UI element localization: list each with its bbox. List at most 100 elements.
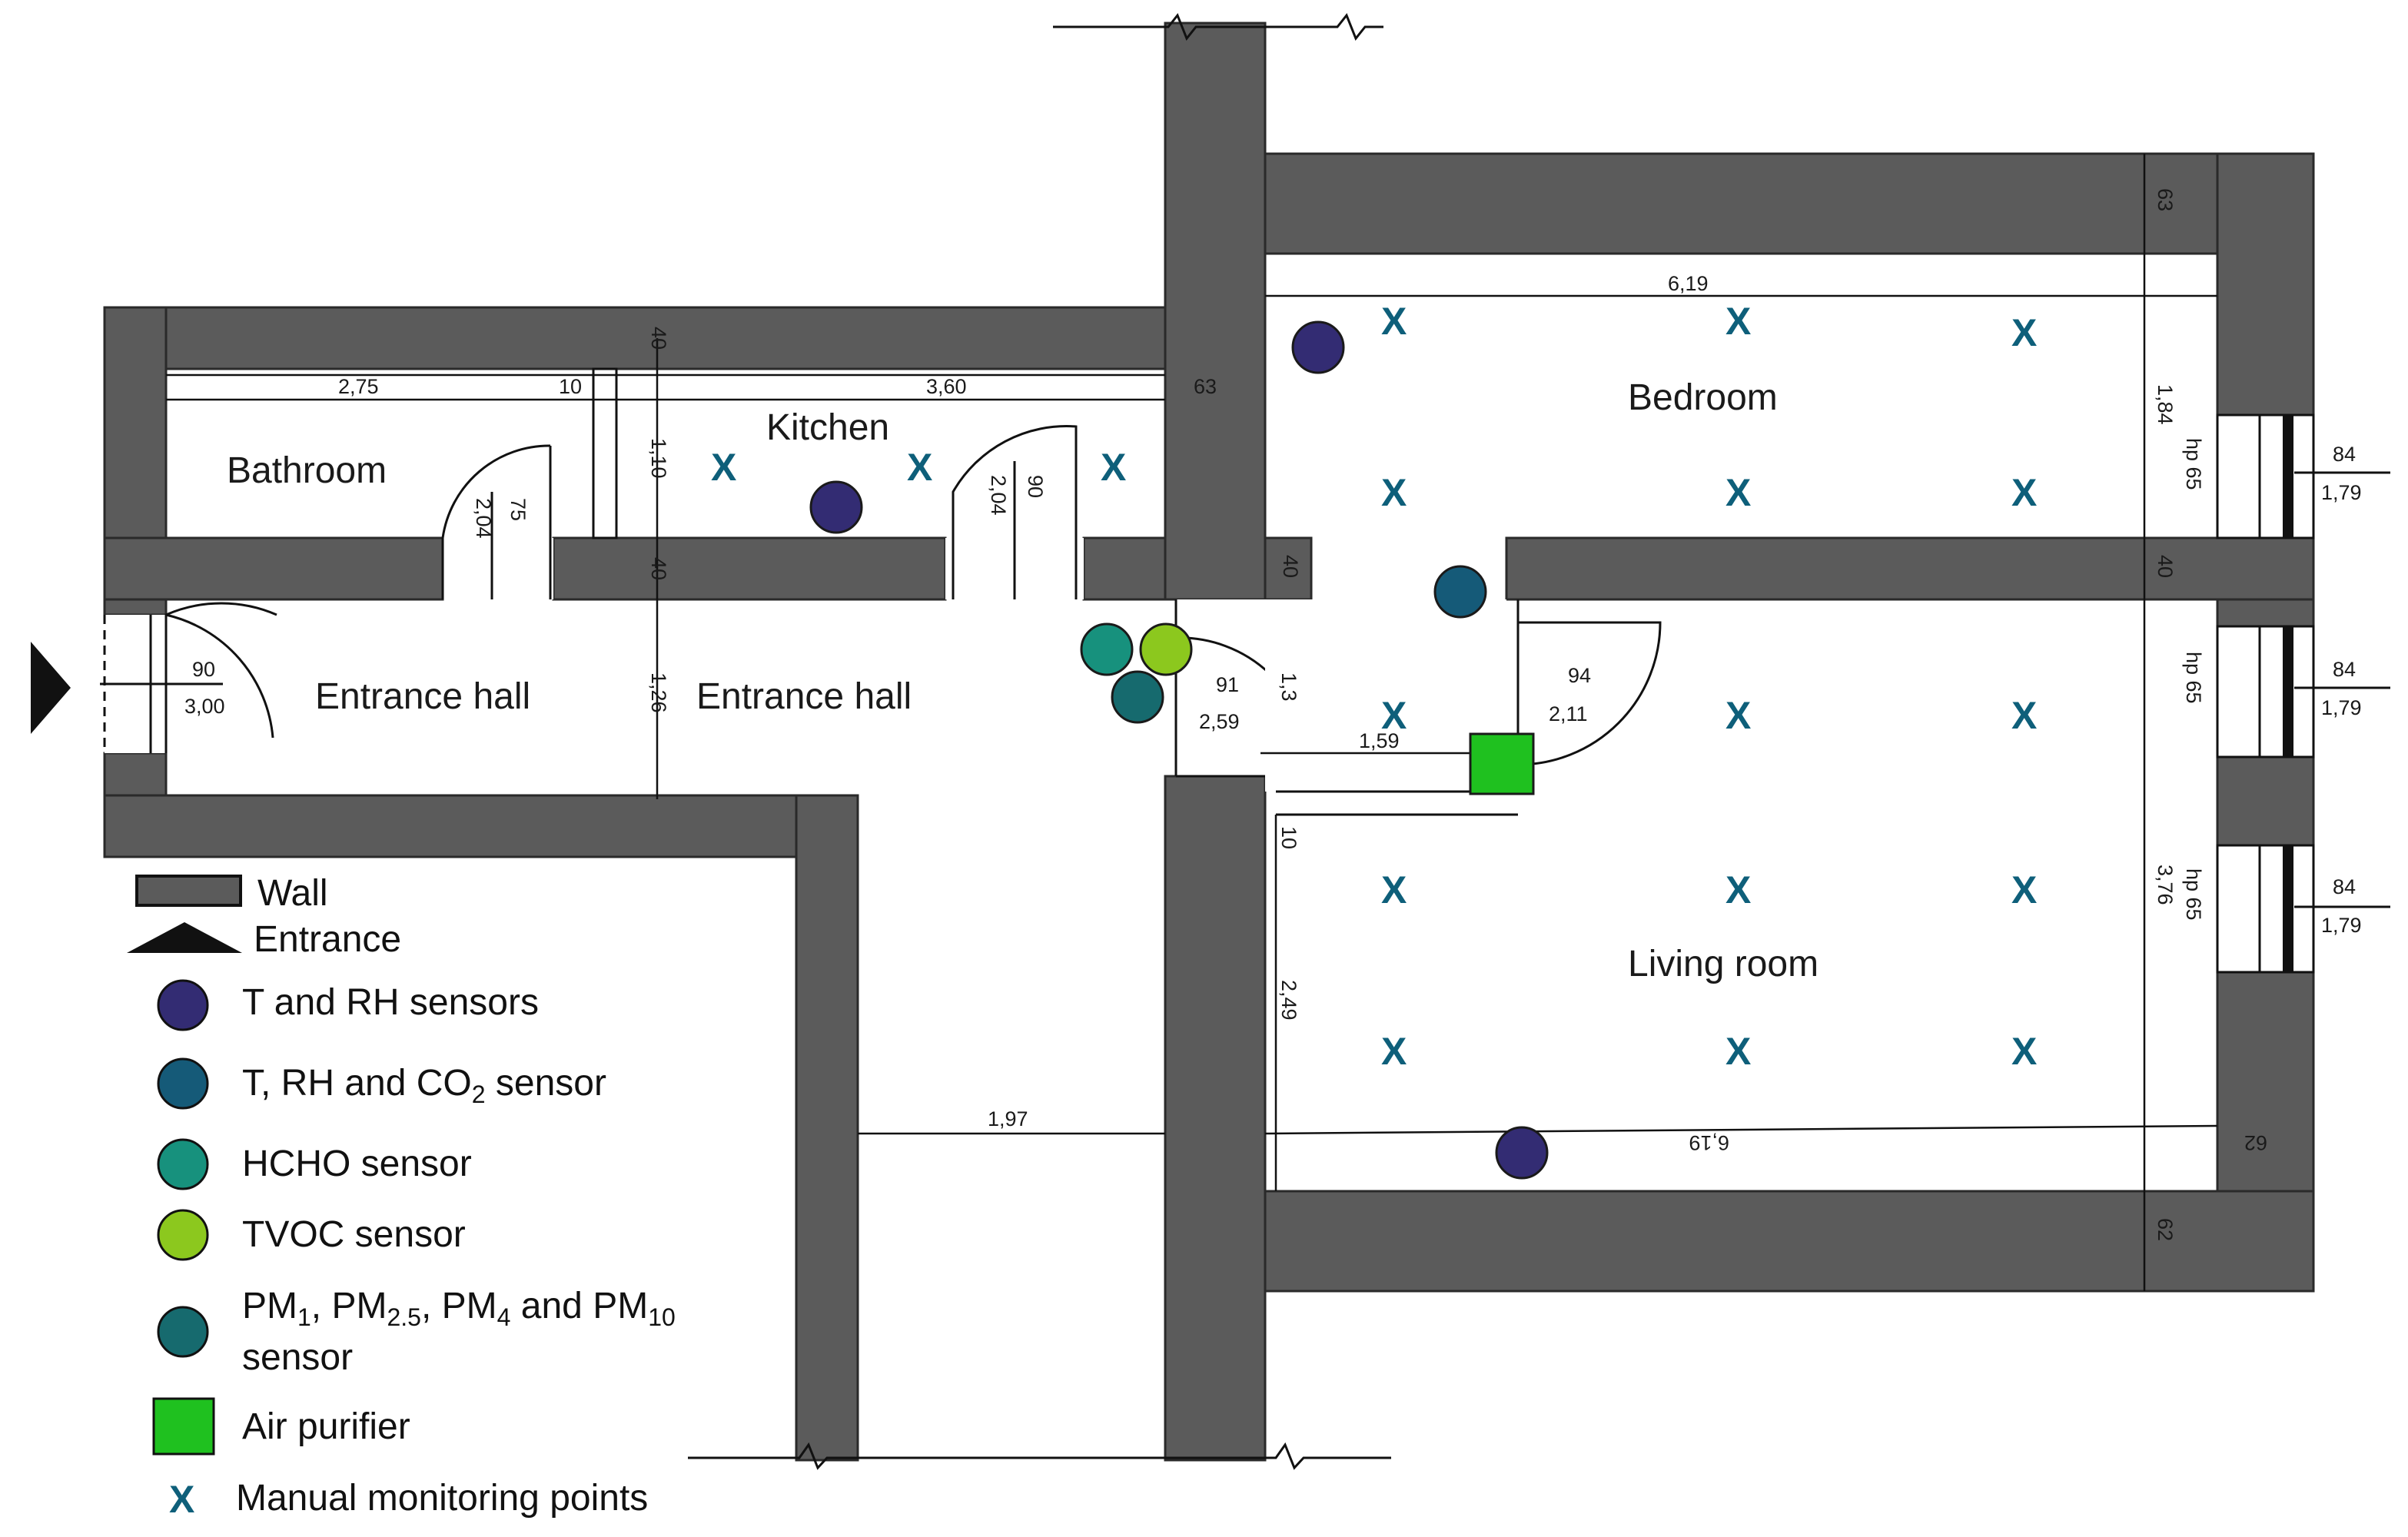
entrance-door-arc	[165, 613, 274, 739]
t-rh-sensor-living	[1495, 1126, 1549, 1180]
win-84-2: 84	[2333, 658, 2356, 681]
win-hp-3: hp 65	[2182, 868, 2205, 921]
wall-corridor-left	[795, 794, 859, 1462]
dim-40-kitchen-top: 40	[647, 327, 670, 350]
tvoc-sensor	[1139, 622, 1193, 676]
air-purifier	[1469, 732, 1535, 795]
dim-40-right: 40	[2154, 555, 2177, 578]
legend-pm-label: PM1, PM2.5, PM4 and PM10	[242, 1286, 676, 1331]
living-door-arc	[1517, 621, 1662, 766]
manual-point: X	[2011, 471, 2037, 514]
dim-40-wall-a: 40	[647, 557, 670, 580]
wall-bed-living-b	[1505, 536, 2315, 601]
manual-point: X	[1725, 1030, 1751, 1073]
legend-tvoc-icon	[157, 1209, 209, 1261]
wall-bottom-left	[103, 794, 859, 858]
dim-1-97: 1,97	[988, 1107, 1028, 1130]
legend-air-purifier-icon	[152, 1397, 215, 1456]
legend-hcho-label: HCHO sensor	[242, 1144, 472, 1184]
manual-point: X	[711, 446, 736, 489]
entrance-arrow-icon	[31, 642, 71, 734]
dim-6-19-top: 6,19	[1668, 272, 1709, 295]
wall-bed-living-a	[1264, 536, 1313, 601]
manual-point: X	[1725, 300, 1751, 343]
wall-living-bottom	[1264, 1190, 2315, 1293]
dim-3-60: 3,60	[926, 375, 967, 398]
legend-pm-icon	[157, 1306, 209, 1358]
legend-air-purifier-label: Air purifier	[242, 1406, 410, 1447]
dim-1-84: 1,84	[2154, 384, 2177, 425]
manual-point: X	[1101, 446, 1126, 489]
window-3	[2216, 844, 2390, 974]
dim-6-19-bottom: 6,19	[1689, 1131, 1729, 1154]
hcho-sensor	[1080, 622, 1134, 676]
dim-2-59: 2,59	[1199, 710, 1240, 733]
wall-right-top	[2216, 152, 2315, 417]
bathroom-door-arc	[441, 444, 551, 539]
dim-10-mid: 10	[1277, 826, 1300, 849]
dim-1-59: 1,59	[1359, 729, 1400, 752]
manual-point: X	[1381, 694, 1407, 737]
dim-75: 75	[507, 498, 530, 521]
win-179-3: 1,79	[2321, 914, 2362, 937]
dim-2-11: 2,11	[1549, 702, 1588, 725]
dim-62-bottom: 62	[2154, 1218, 2177, 1241]
dim-94: 94	[1568, 664, 1591, 687]
dim-62-right: 62	[2244, 1131, 2267, 1154]
sensors	[809, 320, 1549, 1180]
dim-2-04-b: 2,04	[987, 475, 1010, 516]
legend-manual-points-label: Manual monitoring points	[236, 1478, 648, 1519]
manual-point: X	[2011, 311, 2037, 354]
legend-tvoc-label: TVOC sensor	[242, 1214, 466, 1255]
dim-2-75: 2,75	[338, 375, 379, 398]
dim-2-49: 2,49	[1277, 980, 1300, 1021]
t-rh-co2-sensor	[1433, 565, 1487, 619]
legend-t-rh-co2-icon	[157, 1057, 209, 1110]
legend-t-rh-label: T and RH sensors	[242, 982, 539, 1023]
dim-90-entry: 90	[192, 658, 215, 681]
wall-central-lower	[1164, 775, 1267, 1462]
manual-point: X	[1381, 1030, 1407, 1073]
win-84-1: 84	[2333, 443, 2356, 466]
manual-point: X	[2011, 694, 2037, 737]
dim-90-kitchen: 90	[1024, 475, 1047, 498]
wall-right-bottom	[2216, 971, 2315, 1193]
legend-hcho-icon	[157, 1138, 209, 1190]
win-hp-2: hp 65	[2182, 652, 2205, 704]
manual-point: X	[2011, 1030, 2037, 1073]
wall-kitchen-hall-a	[552, 536, 947, 601]
window-2	[2216, 625, 2390, 759]
manual-point: X	[907, 446, 932, 489]
room-label-living-room: Living room	[1628, 944, 1818, 984]
wall-top-left	[103, 306, 1167, 370]
t-rh-sensor-kitchen	[809, 480, 863, 534]
dim-3-76: 3,76	[2154, 865, 2177, 905]
manual-points: X X X X X X X X X X X X X X X X X X	[711, 300, 2037, 1073]
wall-right-mid-2	[2216, 755, 2315, 847]
legend-entrance-label: Entrance	[254, 919, 401, 960]
break-line-top	[1053, 13, 1383, 41]
room-label-kitchen: Kitchen	[766, 407, 889, 448]
break-line-bottom	[688, 1442, 1391, 1470]
windows	[2216, 413, 2390, 974]
room-label-entrance-hall-2: Entrance hall	[696, 676, 912, 717]
room-labels: Bathroom Kitchen Bedroom Entrance hall E…	[227, 377, 1818, 984]
manual-point: X	[1381, 471, 1407, 514]
legend-t-rh-icon	[157, 979, 209, 1031]
manual-point: X	[2011, 868, 2037, 911]
dim-40-wall-b: 40	[1279, 555, 1302, 578]
wall-bath-hall	[103, 536, 444, 601]
legend-entrance-icon	[127, 922, 242, 953]
legend: Wall Entrance T and RH sensors T, RH and…	[127, 873, 676, 1521]
dim-1-26: 1,26	[647, 672, 670, 713]
room-label-bathroom: Bathroom	[227, 450, 387, 491]
pm-sensor	[1111, 670, 1164, 724]
dim-2-04-a: 2,04	[472, 498, 495, 539]
walls	[103, 13, 2315, 1470]
dim-10-top: 10	[559, 375, 582, 398]
win-179-2: 1,79	[2321, 696, 2362, 719]
legend-wall-swatch	[135, 875, 242, 907]
dim-1-3x: 1,3	[1277, 672, 1300, 702]
dim-1-10: 1,10	[647, 438, 670, 479]
